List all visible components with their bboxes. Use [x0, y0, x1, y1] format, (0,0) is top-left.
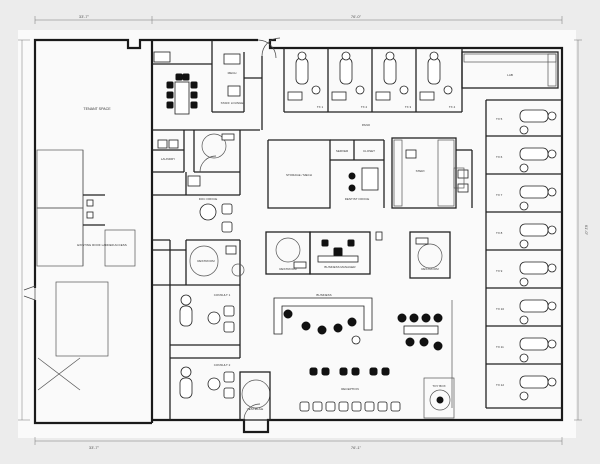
dimension-lines	[18, 16, 582, 445]
dental-chair	[519, 261, 549, 275]
east-operatories	[451, 99, 562, 409]
room-restroom-center: RESTROOM	[279, 267, 297, 271]
dental-chair	[519, 109, 549, 123]
tenant-wing	[23, 149, 136, 391]
room-server: SERVER	[336, 149, 349, 153]
dental-chair-headrest	[547, 111, 557, 121]
plan-sheet	[18, 30, 576, 438]
lab	[461, 51, 559, 89]
dim-left-wing: 33'-7"	[79, 14, 90, 19]
room-tx-10: TX 10	[496, 307, 504, 311]
dental-chair	[519, 375, 549, 389]
exterior-walls	[33, 38, 564, 434]
room-lab: LAB	[507, 73, 513, 77]
room-pano: PANO	[362, 123, 371, 127]
operator-stool	[519, 125, 529, 135]
staff-block	[152, 37, 281, 195]
dim-main-width: 76'-0"	[351, 14, 362, 19]
north-operatories	[283, 48, 463, 113]
operator-stool	[519, 201, 529, 211]
room-closet: CLOSET	[363, 149, 375, 153]
reception	[299, 367, 455, 419]
dental-chair-headrest	[547, 225, 557, 235]
room-tx-5: TX 5	[496, 117, 503, 121]
operator-stool	[519, 391, 529, 401]
room-doc-office: DOC OFFICE	[199, 197, 218, 201]
room-staff-lounge: STAFF LOUNGE	[221, 101, 244, 105]
room-steri: STERI	[416, 169, 425, 173]
center-block	[267, 137, 473, 209]
operator-stool	[519, 239, 529, 249]
room-business-manager: BUSINESS MANAGER	[324, 265, 356, 269]
room-storage-mech: STORAGE / MECH	[286, 173, 312, 177]
dental-chair	[519, 337, 549, 351]
dental-chair-headrest	[547, 149, 557, 159]
business-manager-block	[265, 231, 383, 275]
operator-stool	[519, 163, 529, 173]
room-roof-ladder: EXISTING ROOF LADDER ACCESS	[77, 243, 127, 247]
room-tx-6: TX 6	[496, 155, 503, 159]
room-dentist-office: DENTIST OFFICE	[345, 197, 370, 201]
operator-stool	[519, 315, 529, 325]
room-tx-8: TX 8	[496, 231, 503, 235]
room-vestibule: VESTIBULE	[247, 407, 264, 411]
room-tx-12: TX 12	[496, 383, 504, 387]
dental-chair-headrest	[547, 263, 557, 273]
room-tx-4: TX 4	[449, 105, 456, 109]
room-tx-3: TX 3	[405, 105, 412, 109]
room-toy-box: TOY BOX	[432, 384, 445, 388]
dental-chair-headrest	[547, 301, 557, 311]
dim-bottom-width: 76'-1"	[351, 445, 362, 450]
room-tx-1: TX 1	[317, 105, 324, 109]
room-mech: MECH	[228, 71, 237, 75]
room-consult-1: CONSULT 1	[214, 293, 231, 297]
room-reception: RECEPTION	[341, 387, 359, 391]
room-tenant-space: TENANT SPACE	[83, 107, 111, 111]
dim-left-bottom: 33'-7"	[89, 445, 100, 450]
business-area	[273, 297, 373, 345]
dental-chair	[519, 147, 549, 161]
operator-stool	[519, 277, 529, 287]
east-center-block	[397, 231, 451, 351]
room-consult-2: CONSULT 2	[214, 363, 231, 367]
dental-chair-headrest	[547, 377, 557, 387]
dental-chair	[519, 299, 549, 313]
dim-overall-depth: 61'-0"	[584, 225, 589, 236]
room-tx-9: TX 9	[496, 269, 503, 273]
room-tx-11: TX 11	[496, 345, 504, 349]
room-restroom-east: RESTROOM	[421, 267, 439, 271]
dental-chair	[519, 223, 549, 237]
room-tx-7: TX 7	[496, 193, 503, 197]
office-block	[152, 172, 245, 420]
room-tx-2: TX 2	[361, 105, 368, 109]
dental-chair-headrest	[547, 187, 557, 197]
dental-chair	[519, 185, 549, 199]
dental-chair-headrest	[547, 339, 557, 349]
operator-stool	[519, 353, 529, 363]
room-restroom-west: RESTROOM	[197, 259, 215, 263]
vestibule	[239, 371, 271, 421]
room-laundry: LAUNDRY	[161, 157, 175, 161]
room-business: BUSINESS	[316, 293, 331, 297]
